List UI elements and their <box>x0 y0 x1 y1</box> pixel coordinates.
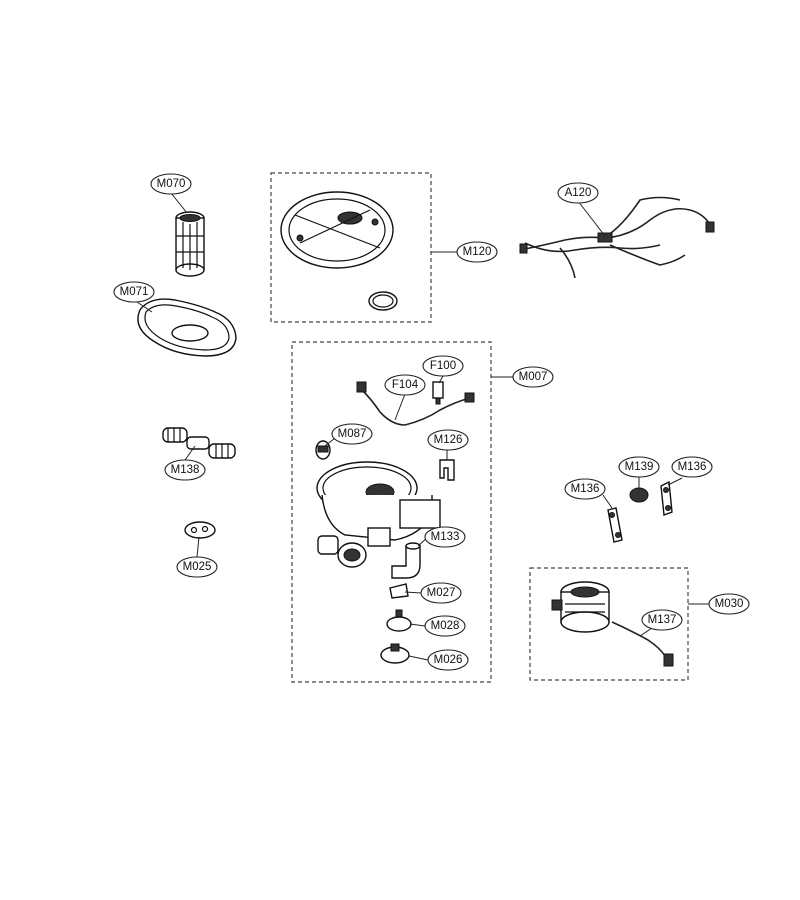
callout-m028: M028 <box>424 615 466 637</box>
callout-m087-label: M087 <box>338 428 367 440</box>
callout-m070-label: M070 <box>157 178 186 190</box>
callout-m071-label: M071 <box>120 286 149 298</box>
callout-m139: M139 <box>618 456 660 478</box>
callout-f104-label: F104 <box>392 379 419 391</box>
part-m070-filter <box>175 211 205 277</box>
callout-m026: M026 <box>427 649 469 671</box>
callout-m028-label: M028 <box>431 620 460 632</box>
assembly-box-m030 <box>529 567 689 681</box>
callout-m136-right-label: M136 <box>678 461 707 473</box>
part-m136-right-bracket <box>660 480 673 516</box>
callout-m136-left-label: M136 <box>571 483 600 495</box>
callout-m030-label: M030 <box>715 598 744 610</box>
part-m139-cap <box>629 487 649 503</box>
callout-m136-left: M136 <box>564 478 606 500</box>
part-m007-sump-assembly <box>316 461 441 568</box>
callout-m026-label: M026 <box>434 654 463 666</box>
part-m026 <box>380 643 410 664</box>
callout-f100: F100 <box>422 355 464 377</box>
callout-m120: M120 <box>456 241 498 263</box>
part-m027 <box>389 583 409 599</box>
part-m030-pump-motor <box>551 581 610 633</box>
part-a120-wire-harness <box>519 196 715 279</box>
callout-m133-label: M133 <box>431 531 460 543</box>
callout-m137-label: M137 <box>648 614 677 626</box>
callout-m030: M030 <box>708 593 750 615</box>
assembly-box-m120 <box>270 172 432 323</box>
callout-f104: F104 <box>384 374 426 396</box>
part-m136-left-bracket <box>607 507 623 543</box>
part-m126-bracket <box>439 459 455 481</box>
part-m133-elbow <box>391 542 421 579</box>
callout-m025-label: M025 <box>183 561 212 573</box>
callout-m027: M027 <box>420 582 462 604</box>
callout-m137: M137 <box>641 609 683 631</box>
callout-a120-label: A120 <box>565 187 592 199</box>
part-m087-clip <box>315 440 331 460</box>
part-m120-spray-disk <box>280 191 398 311</box>
callout-m087: M087 <box>331 423 373 445</box>
callout-f100-label: F100 <box>430 360 456 372</box>
callout-a120: A120 <box>557 182 599 204</box>
part-m071-mesh-plate <box>137 298 237 357</box>
part-m025-cap <box>184 521 216 539</box>
callout-m138-label: M138 <box>171 464 200 476</box>
callout-m138: M138 <box>164 459 206 481</box>
callout-m126-label: M126 <box>434 434 463 446</box>
callout-m120-label: M120 <box>463 246 492 258</box>
callout-m126: M126 <box>427 429 469 451</box>
callout-m139-label: M139 <box>625 461 654 473</box>
callout-m136-right: M136 <box>671 456 713 478</box>
callout-m025: M025 <box>176 556 218 578</box>
callout-m007-label: M007 <box>519 371 548 383</box>
assembly-box-m007 <box>291 341 492 683</box>
leader-lines <box>133 192 710 661</box>
part-m028 <box>386 609 412 632</box>
callout-m133: M133 <box>424 526 466 548</box>
callout-m027-label: M027 <box>427 587 456 599</box>
part-f104-f100-wiring <box>356 381 475 426</box>
part-m138-hose <box>162 427 236 459</box>
callout-m071: M071 <box>113 281 155 303</box>
part-m137-lead <box>611 621 674 667</box>
callout-m070: M070 <box>150 173 192 195</box>
callout-m007: M007 <box>512 366 554 388</box>
